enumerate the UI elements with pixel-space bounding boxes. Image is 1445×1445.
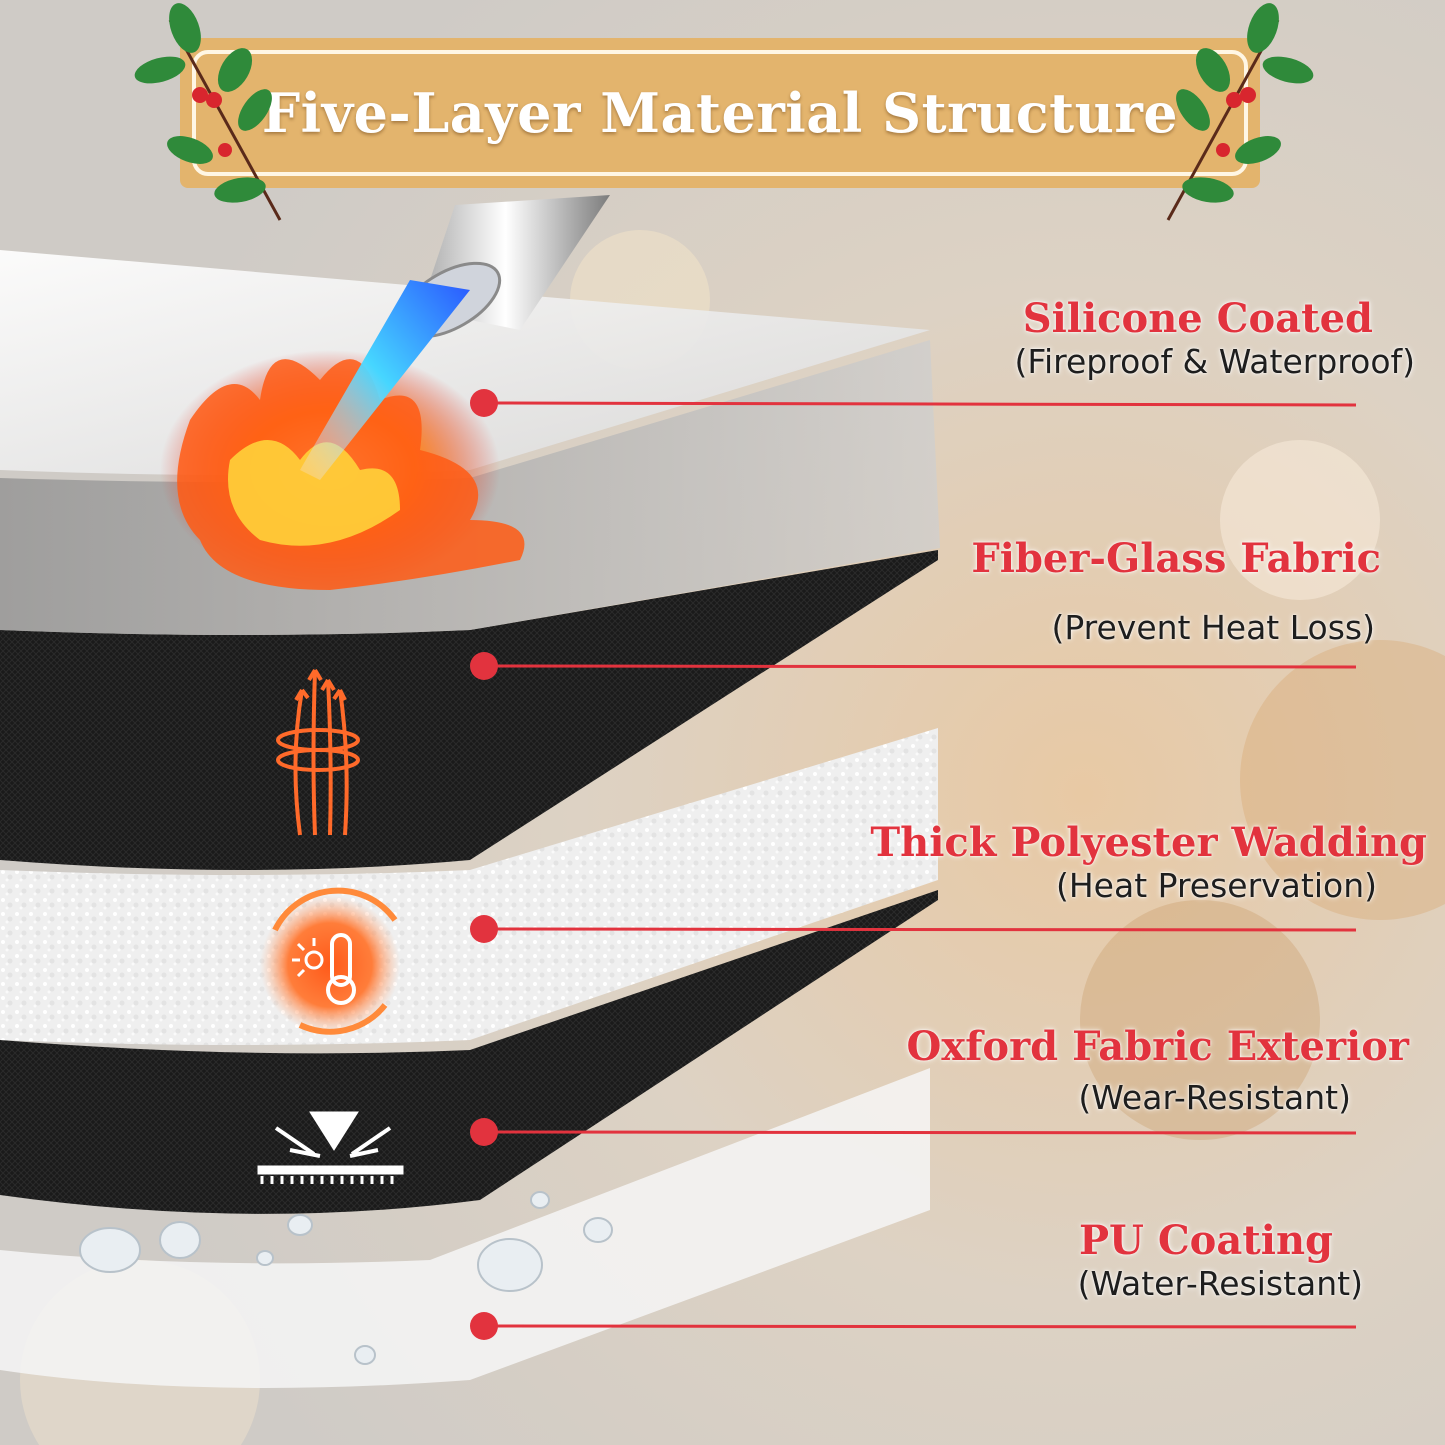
layer-title: Oxford Fabric Exterior <box>906 1023 1409 1070</box>
layer-subtitle: (Wear-Resistant) <box>1078 1078 1351 1117</box>
layer-label-3: Thick Polyester Wadding (Heat Preservati… <box>870 820 1427 906</box>
heat-arrows-icon <box>276 668 360 836</box>
layer-subtitle: (Prevent Heat Loss) <box>1051 608 1375 647</box>
thermometer-icon <box>260 887 400 1035</box>
layer-label-5: PU Coating (Water-Resistant) <box>1078 1217 1363 1304</box>
banner-background <box>180 38 1260 188</box>
layer-label-1: Silicone Coated (Fireproof & Waterproof) <box>1015 295 1415 382</box>
layer-subtitle: (Fireproof & Waterproof) <box>1014 342 1415 381</box>
layer-label-4: Oxford Fabric Exterior (Wear-Resistant) <box>907 1024 1409 1118</box>
wear-resistant-icon <box>257 1111 404 1184</box>
title-banner: Five-Layer Material Structure <box>180 38 1260 188</box>
layer-title: Fiber-Glass Fabric <box>971 535 1381 582</box>
layer-title: Silicone Coated <box>1022 295 1373 342</box>
layer-label-2: Fiber-Glass Fabric (Prevent Heat Loss) <box>971 536 1381 648</box>
water-drops-icon <box>79 1191 613 1365</box>
layer-subtitle: (Water-Resistant) <box>1077 1264 1363 1303</box>
pointer-lines <box>470 389 1357 1340</box>
page-title: Five-Layer Material Structure <box>261 81 1179 145</box>
holly-left-icon <box>134 3 282 221</box>
holly-right-icon <box>1166 3 1314 221</box>
layer-title: PU Coating <box>1078 1217 1333 1264</box>
layer-subtitle: (Heat Preservation) <box>1055 866 1377 905</box>
layer-title: Thick Polyester Wadding <box>870 819 1427 866</box>
